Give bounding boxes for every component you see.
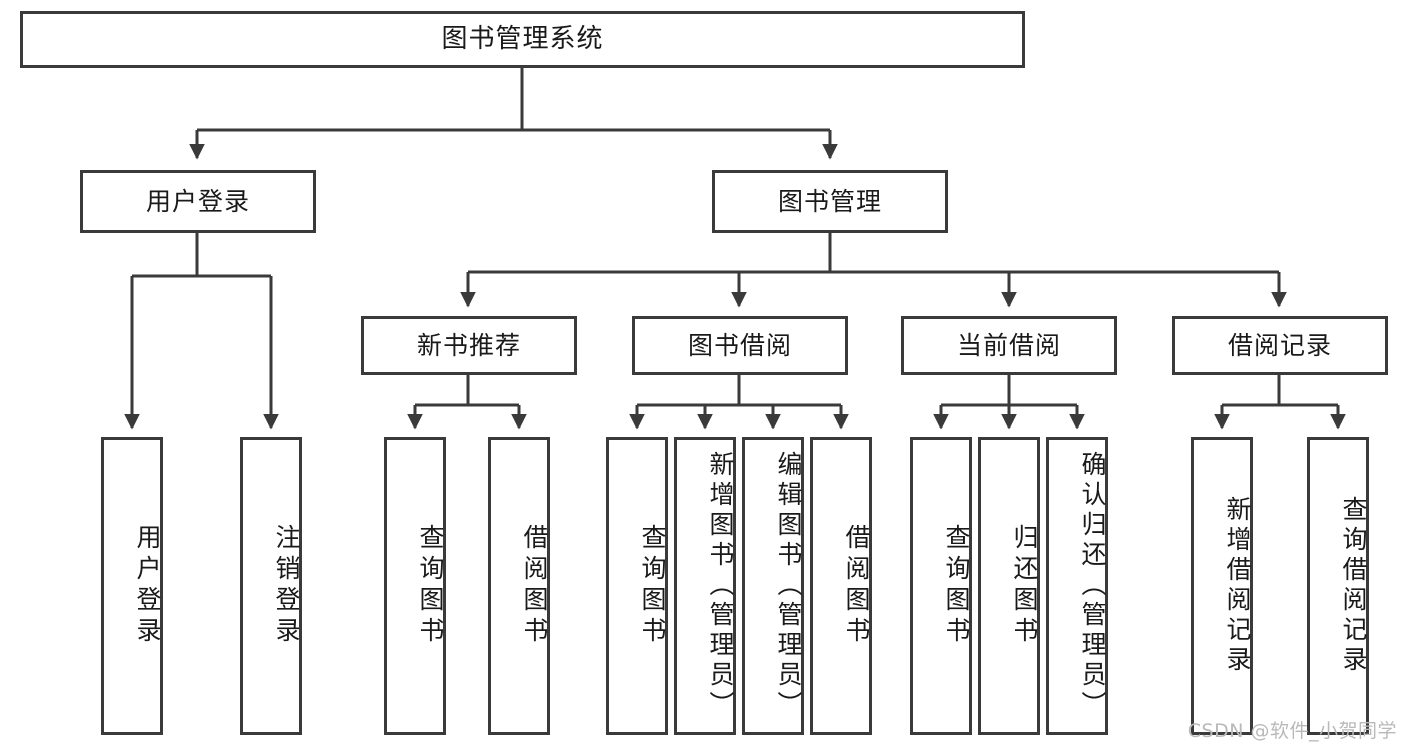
node-book-management[interactable]: 图书管理 — [712, 170, 948, 233]
leaf-borrow-edit-book-admin[interactable]: 编辑图书（管理员） — [742, 437, 804, 735]
node-label: 新增图书（管理员） — [706, 451, 735, 721]
node-label: 用户登录 — [133, 524, 162, 648]
node-label: 编辑图书（管理员） — [774, 451, 803, 721]
node-label: 查询借阅记录 — [1339, 496, 1368, 676]
node-label: 当前借阅 — [956, 330, 1061, 360]
node-label: 新增借阅记录 — [1223, 496, 1252, 676]
node-current-borrow[interactable]: 当前借阅 — [901, 316, 1117, 375]
node-label: 查询图书 — [638, 524, 667, 648]
leaf-borrow-borrow-book[interactable]: 借阅图书 — [810, 437, 872, 735]
node-root-system[interactable]: 图书管理系统 — [20, 11, 1025, 68]
node-label: 新书推荐 — [416, 330, 521, 360]
node-label: 用户登录 — [145, 186, 250, 216]
csdn-watermark: CSDN @软件_小贺同学 — [1187, 720, 1397, 742]
node-label: 查询图书 — [942, 524, 971, 648]
node-label: 归还图书 — [1010, 524, 1039, 648]
node-label: 注销登录 — [272, 524, 301, 648]
node-label: 图书管理 — [777, 186, 882, 216]
leaf-records-add-record[interactable]: 新增借阅记录 — [1191, 437, 1253, 735]
node-label: 图书管理系统 — [441, 24, 604, 55]
node-borrow-records[interactable]: 借阅记录 — [1172, 316, 1388, 375]
leaf-current-query-book[interactable]: 查询图书 — [910, 437, 972, 735]
leaf-borrow-query-book[interactable]: 查询图书 — [606, 437, 668, 735]
node-label: 借阅图书 — [520, 524, 549, 648]
leaf-user-login-logout[interactable]: 注销登录 — [240, 437, 302, 735]
node-user-login[interactable]: 用户登录 — [80, 170, 316, 233]
leaf-recommend-borrow-book[interactable]: 借阅图书 — [488, 437, 550, 735]
leaf-current-confirm-return-admin[interactable]: 确认归还（管理员） — [1046, 437, 1108, 735]
node-book-borrow[interactable]: 图书借阅 — [632, 316, 848, 375]
leaf-records-query-record[interactable]: 查询借阅记录 — [1307, 437, 1369, 735]
node-label: 确认归还（管理员） — [1078, 451, 1107, 721]
leaf-borrow-add-book-admin[interactable]: 新增图书（管理员） — [674, 437, 736, 735]
node-label: 图书借阅 — [687, 330, 792, 360]
node-label: 查询图书 — [416, 524, 445, 648]
node-label: 借阅图书 — [842, 524, 871, 648]
leaf-recommend-query-book[interactable]: 查询图书 — [384, 437, 446, 735]
node-new-book-recommend[interactable]: 新书推荐 — [361, 316, 577, 375]
leaf-user-login-login[interactable]: 用户登录 — [101, 437, 163, 735]
leaf-current-return-book[interactable]: 归还图书 — [978, 437, 1040, 735]
node-label: 借阅记录 — [1227, 330, 1332, 360]
